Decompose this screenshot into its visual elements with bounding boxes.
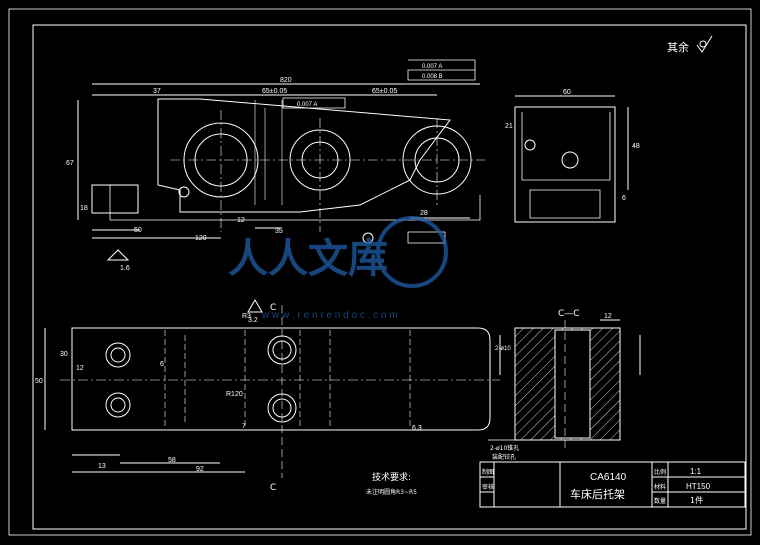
inner-frame xyxy=(32,24,747,530)
roughness-symbol xyxy=(696,35,713,53)
plan-6: 6 xyxy=(160,361,164,368)
ra-16: 1.6 xyxy=(120,265,130,272)
section-label: C—C xyxy=(558,309,580,319)
dim-50: 50 xyxy=(134,227,142,234)
section-view xyxy=(488,319,641,450)
dim-35: 35 xyxy=(275,228,283,235)
dim-37: 37 xyxy=(153,88,161,95)
title-block xyxy=(479,461,746,508)
section-mark-bottom: C xyxy=(270,483,276,493)
surface-note: 其余 xyxy=(667,40,689,54)
ra-32: 3.2 xyxy=(248,317,258,324)
tol-frame-3: 0.007 A xyxy=(297,102,317,108)
plan-13: 13 xyxy=(98,463,106,470)
side-21: 21 xyxy=(505,123,513,130)
scale-label: 比例 xyxy=(654,468,666,476)
dim-12: 12 xyxy=(237,217,245,224)
material-value: HT150 xyxy=(686,482,711,491)
tol-frame-1: 0.007 A xyxy=(422,64,442,70)
sec-pin: 2-ø10 xyxy=(495,346,511,352)
plan-r3: R3 xyxy=(242,313,251,320)
checked-label: 审核 xyxy=(482,483,494,491)
quantity-label: 数量 xyxy=(654,497,666,505)
plan-r120: R120 xyxy=(226,391,243,398)
watermark: 人人文库 w w w . r e n r e n d o c . c o m xyxy=(228,216,448,321)
quantity-value: 1件 xyxy=(690,495,703,505)
tech-req-title: 技术要求: xyxy=(372,471,411,483)
side-view xyxy=(514,95,629,223)
dim-65b: 65±0.05 xyxy=(372,88,397,95)
plan-12: 12 xyxy=(76,365,84,372)
watermark-brand: 人人文库 xyxy=(228,236,388,282)
dim-overall: 820 xyxy=(280,77,292,84)
side-60: 60 xyxy=(563,89,571,96)
pin-note: 2-ø10锥孔 xyxy=(490,444,519,452)
plan-7: 7 xyxy=(242,423,246,430)
plan-50: 50 xyxy=(35,378,43,385)
plan-30: 30 xyxy=(60,351,68,358)
plan-92: 92 xyxy=(196,466,204,473)
material-label: 材料 xyxy=(654,483,666,491)
scale-value: 1:1 xyxy=(690,467,702,476)
sec-12: 12 xyxy=(604,313,612,320)
side-48: 48 xyxy=(632,143,640,150)
section-mark-top: C xyxy=(270,303,276,313)
outer-frame xyxy=(8,8,752,536)
side-6: 6 xyxy=(622,195,626,202)
tech-req-text: 未注明圆角R3~R5 xyxy=(366,488,417,496)
dim-65a: 65±0.05 xyxy=(262,88,287,95)
watermark-url: w w w . r e n r e n d o c . c o m xyxy=(261,310,398,321)
dim-67: 67 xyxy=(66,160,74,167)
front-view xyxy=(77,59,485,261)
pin-note-2: 装配铰孔 xyxy=(492,453,516,461)
dim-120: 120 xyxy=(195,235,207,242)
dim-28: 28 xyxy=(420,210,428,217)
title-model: CA6140 xyxy=(590,472,627,483)
title-part-name: 车床后托架 xyxy=(570,487,625,501)
plan-view xyxy=(44,299,500,478)
dim-18: 18 xyxy=(80,205,88,212)
tol-frame-2: 0.008 B xyxy=(422,74,443,80)
ra-63: 6.3 xyxy=(412,425,422,432)
plan-58: 58 xyxy=(168,457,176,464)
drawn-label: 制图 xyxy=(482,468,494,476)
